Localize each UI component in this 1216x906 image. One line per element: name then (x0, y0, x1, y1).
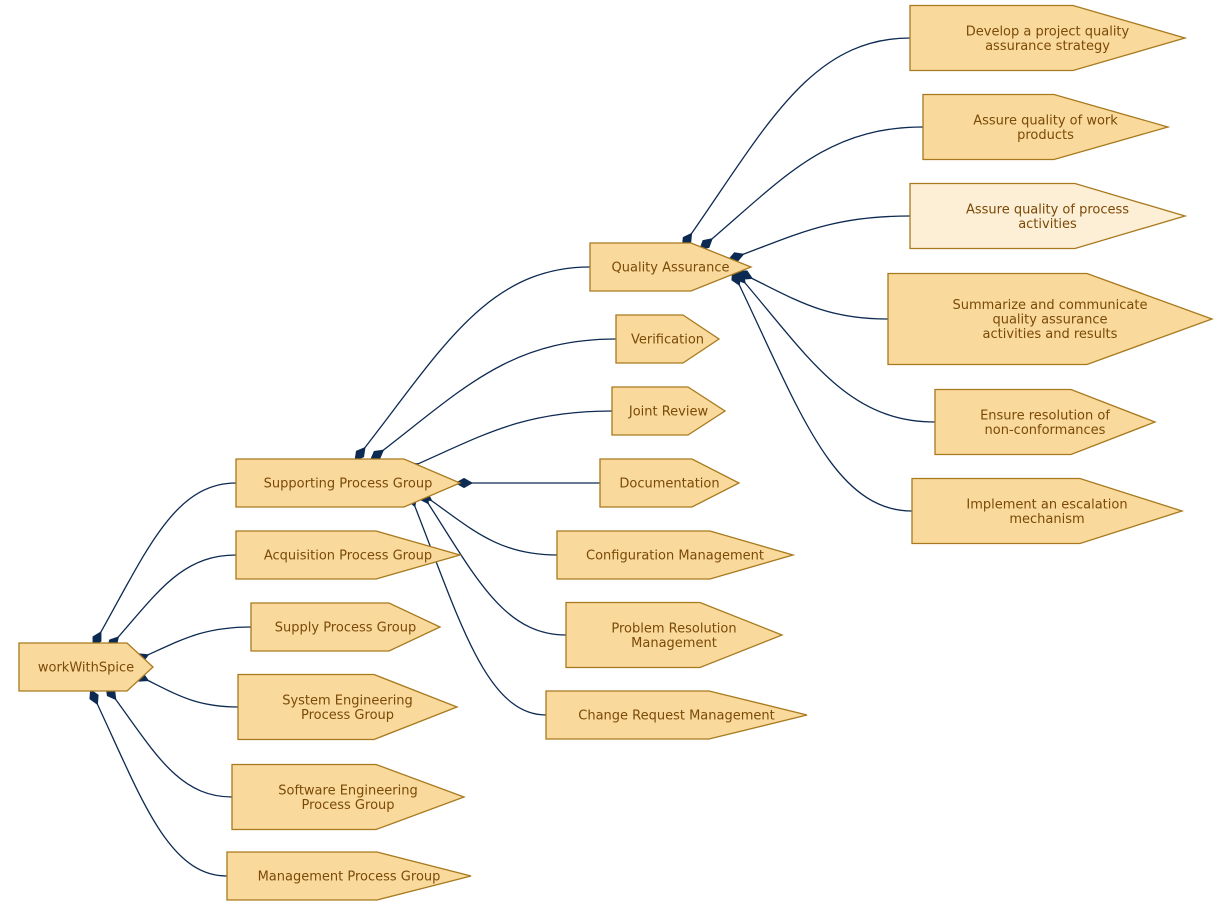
node-change-req: Change Request Management (545, 690, 808, 740)
edge-supporting-to-change-req (411, 498, 547, 716)
edge-qa-to-qa-escalation (735, 277, 913, 512)
edge-supporting-to-config-mgmt (424, 495, 558, 556)
node-shape (611, 386, 727, 436)
edge-root-to-software-eng (110, 692, 233, 798)
aggregation-diamond-icon (454, 477, 474, 489)
node-label: Documentation (619, 477, 719, 492)
edge-root-to-supply (140, 626, 252, 659)
edge-supporting-to-qa (359, 266, 591, 455)
node-label: Change Request Management (578, 709, 774, 724)
aggregation-diamond-icon (699, 238, 713, 250)
node-shape (911, 477, 1185, 545)
node-supporting: Supporting Process Group (235, 458, 462, 508)
node-shape (909, 182, 1188, 250)
node-shape (545, 690, 808, 740)
edge-qa-to-qa-work-products (705, 126, 924, 245)
aggregation-diamond-icon (354, 446, 366, 462)
node-config-mgmt: Configuration Management (556, 530, 796, 580)
node-label: Supply Process Group (275, 621, 416, 636)
node-qa: Quality Assurance (589, 242, 753, 292)
node-management: Management Process Group (226, 851, 472, 901)
node-label: Quality Assurance (612, 261, 730, 276)
node-label: Acquisition Process Group (264, 549, 432, 564)
edge-qa-to-qa-nonconf (739, 276, 936, 423)
node-label: workWithSpice (38, 661, 134, 676)
edge-root-to-supporting (96, 482, 237, 640)
node-shape (934, 388, 1157, 456)
edge-root-to-acquisition (112, 554, 237, 644)
edge-supporting-to-problem-res (423, 496, 567, 636)
edge-qa-to-qa-summarize (744, 274, 889, 320)
node-shape (235, 458, 462, 508)
node-shape (589, 242, 753, 292)
node-shape (235, 530, 463, 580)
node-label: Joint Review (628, 405, 709, 420)
node-shape (237, 673, 459, 741)
node-shape (909, 4, 1188, 72)
node-supply: Supply Process Group (250, 602, 442, 652)
edge-qa-to-qa-strategy (686, 37, 911, 241)
node-label: Management Process Group (258, 870, 441, 885)
node-shape (250, 602, 442, 652)
edge-supporting-to-joint-review (410, 410, 613, 468)
node-shape (599, 458, 741, 508)
edge-root-to-management (93, 696, 228, 877)
nodes-layer: workWithSpice Supporting Process GroupAcq… (18, 4, 1214, 901)
node-shape (565, 601, 784, 669)
node-label: Supporting Process Group (264, 477, 433, 492)
node-root: workWithSpice (18, 642, 154, 692)
node-shape (226, 851, 472, 901)
node-shape (922, 93, 1171, 161)
node-label: Configuration Management (586, 549, 764, 564)
node-shape (231, 763, 466, 831)
node-verification: Verification (615, 314, 721, 364)
node-joint-review: Joint Review (611, 386, 727, 436)
node-shape (887, 272, 1214, 366)
edge-supporting-to-verification (376, 338, 617, 456)
node-shape (615, 314, 721, 364)
node-shape (556, 530, 796, 580)
node-documentation: Documentation (599, 458, 741, 508)
edge-qa-to-qa-process (735, 215, 911, 258)
edge-root-to-system-eng (140, 676, 239, 708)
node-shape (18, 642, 154, 692)
aggregation-diamond-icon (89, 688, 99, 706)
node-label: Verification (631, 333, 704, 348)
node-acquisition: Acquisition Process Group (235, 530, 463, 580)
edges-layer (89, 37, 936, 877)
